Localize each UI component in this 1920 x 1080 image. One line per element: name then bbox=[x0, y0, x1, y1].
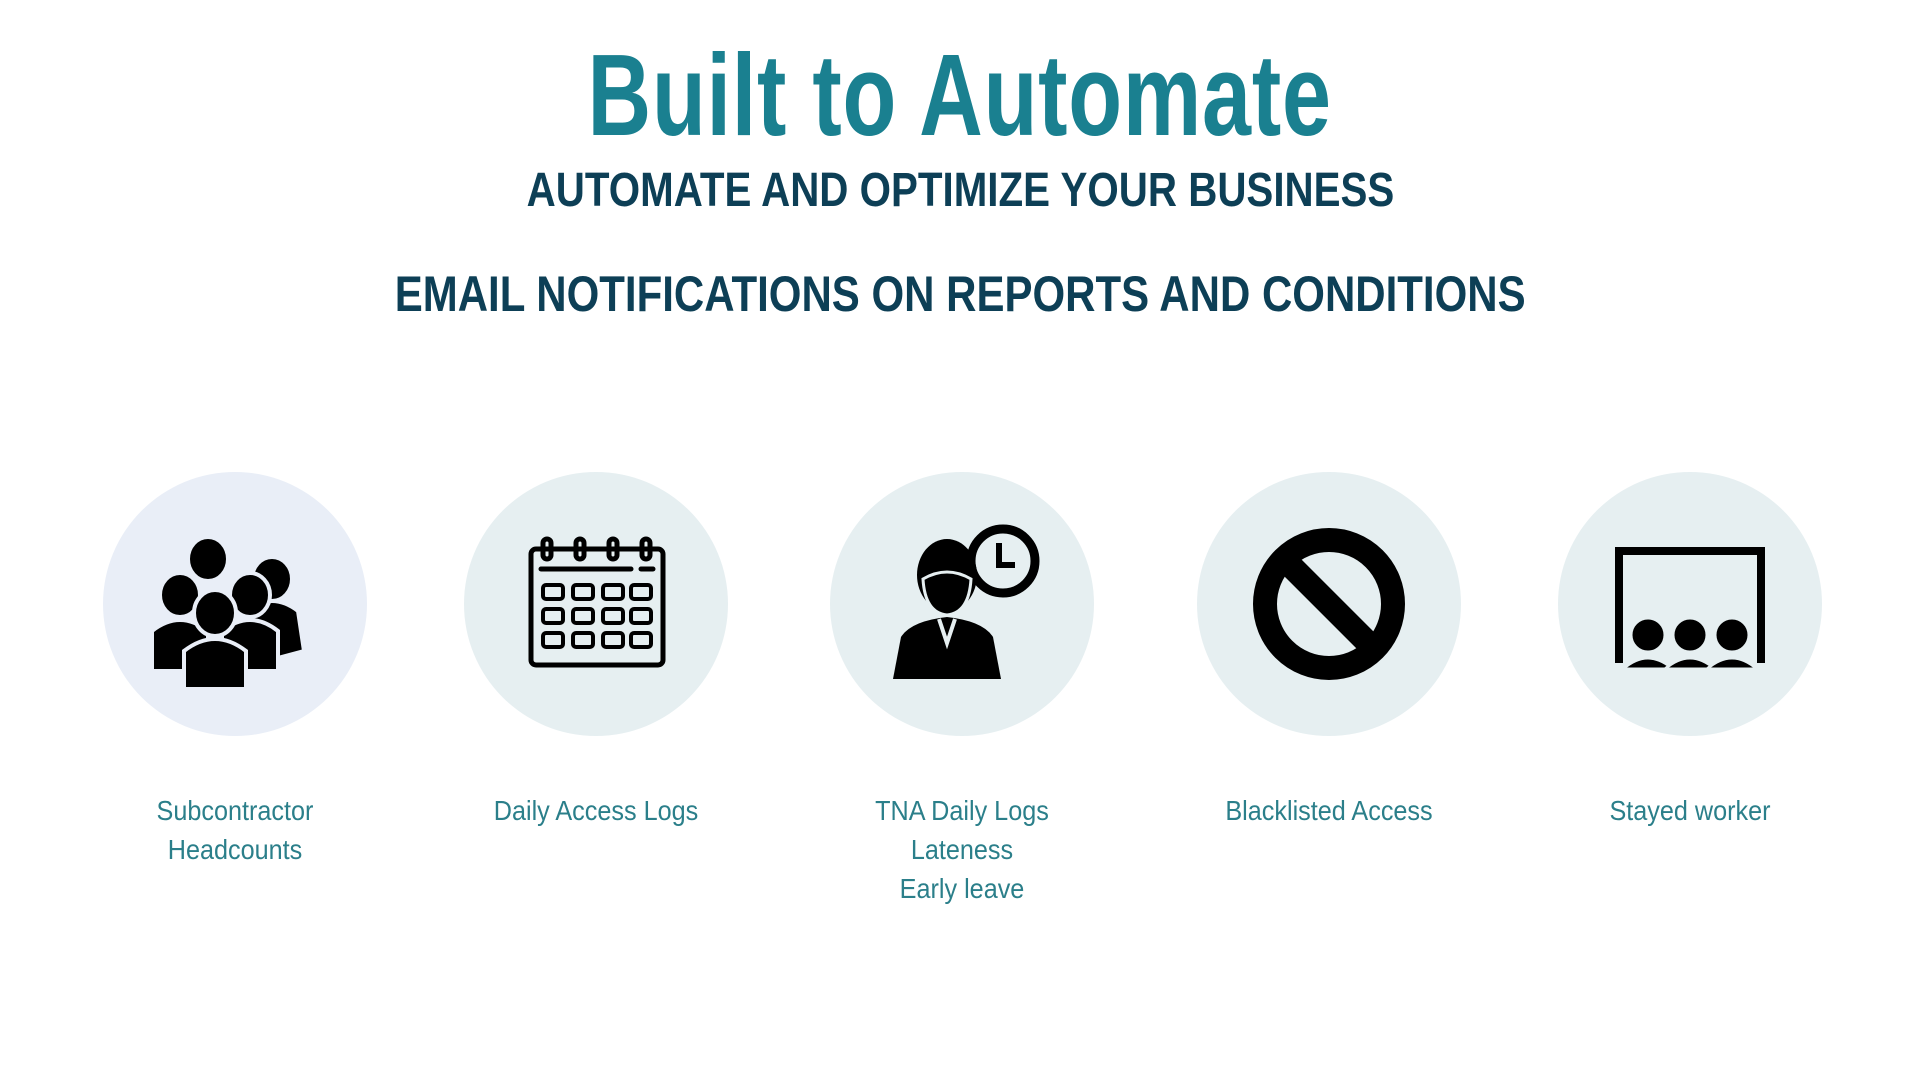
feature-label: Blacklisted Access bbox=[1149, 791, 1509, 830]
tagline-text: EMAIL NOTIFICATIONS ON REPORTS AND CONDI… bbox=[394, 266, 1526, 322]
label-line: Lateness bbox=[910, 834, 1014, 865]
group-icon bbox=[150, 535, 307, 689]
page-title: Built to Automate bbox=[0, 28, 1920, 162]
icon-circle bbox=[1197, 472, 1461, 736]
subtitle: AUTOMATE AND OPTIMIZE YOUR BUSINESS bbox=[0, 163, 1920, 218]
feature-subcontractor-headcounts: Subcontractor Headcounts bbox=[55, 472, 415, 869]
employee-clock-icon bbox=[893, 524, 1040, 679]
feature-tna-daily-logs: TNA Daily Logs Lateness Early leave bbox=[782, 472, 1142, 908]
feature-daily-access-logs: Daily Access Logs bbox=[416, 472, 776, 830]
feature-stayed-worker: Stayed worker bbox=[1510, 472, 1870, 830]
feature-label: Subcontractor Headcounts bbox=[55, 791, 415, 869]
label-line: Stayed worker bbox=[1609, 795, 1771, 826]
label-line: Headcounts bbox=[167, 834, 303, 865]
audience-screen-icon bbox=[1615, 547, 1765, 671]
calendar-icon bbox=[528, 536, 666, 668]
feature-label: Stayed worker bbox=[1510, 791, 1870, 830]
label-line: Blacklisted Access bbox=[1225, 795, 1433, 826]
feature-blacklisted-access: Blacklisted Access bbox=[1149, 472, 1509, 830]
label-line: Subcontractor bbox=[156, 795, 314, 826]
label-line: Daily Access Logs bbox=[493, 795, 699, 826]
title-text: Built to Automate bbox=[587, 30, 1333, 160]
tagline: EMAIL NOTIFICATIONS ON REPORTS AND CONDI… bbox=[0, 265, 1920, 323]
label-line: Early leave bbox=[899, 873, 1025, 904]
subtitle-text: AUTOMATE AND OPTIMIZE YOUR BUSINESS bbox=[526, 164, 1394, 217]
icon-circle bbox=[830, 472, 1094, 736]
feature-label: Daily Access Logs bbox=[416, 791, 776, 830]
feature-label: TNA Daily Logs Lateness Early leave bbox=[782, 791, 1142, 908]
label-line: TNA Daily Logs bbox=[875, 795, 1049, 826]
icon-circle bbox=[464, 472, 728, 736]
prohibited-icon bbox=[1253, 528, 1405, 680]
icon-circle bbox=[103, 472, 367, 736]
icon-circle bbox=[1558, 472, 1822, 736]
